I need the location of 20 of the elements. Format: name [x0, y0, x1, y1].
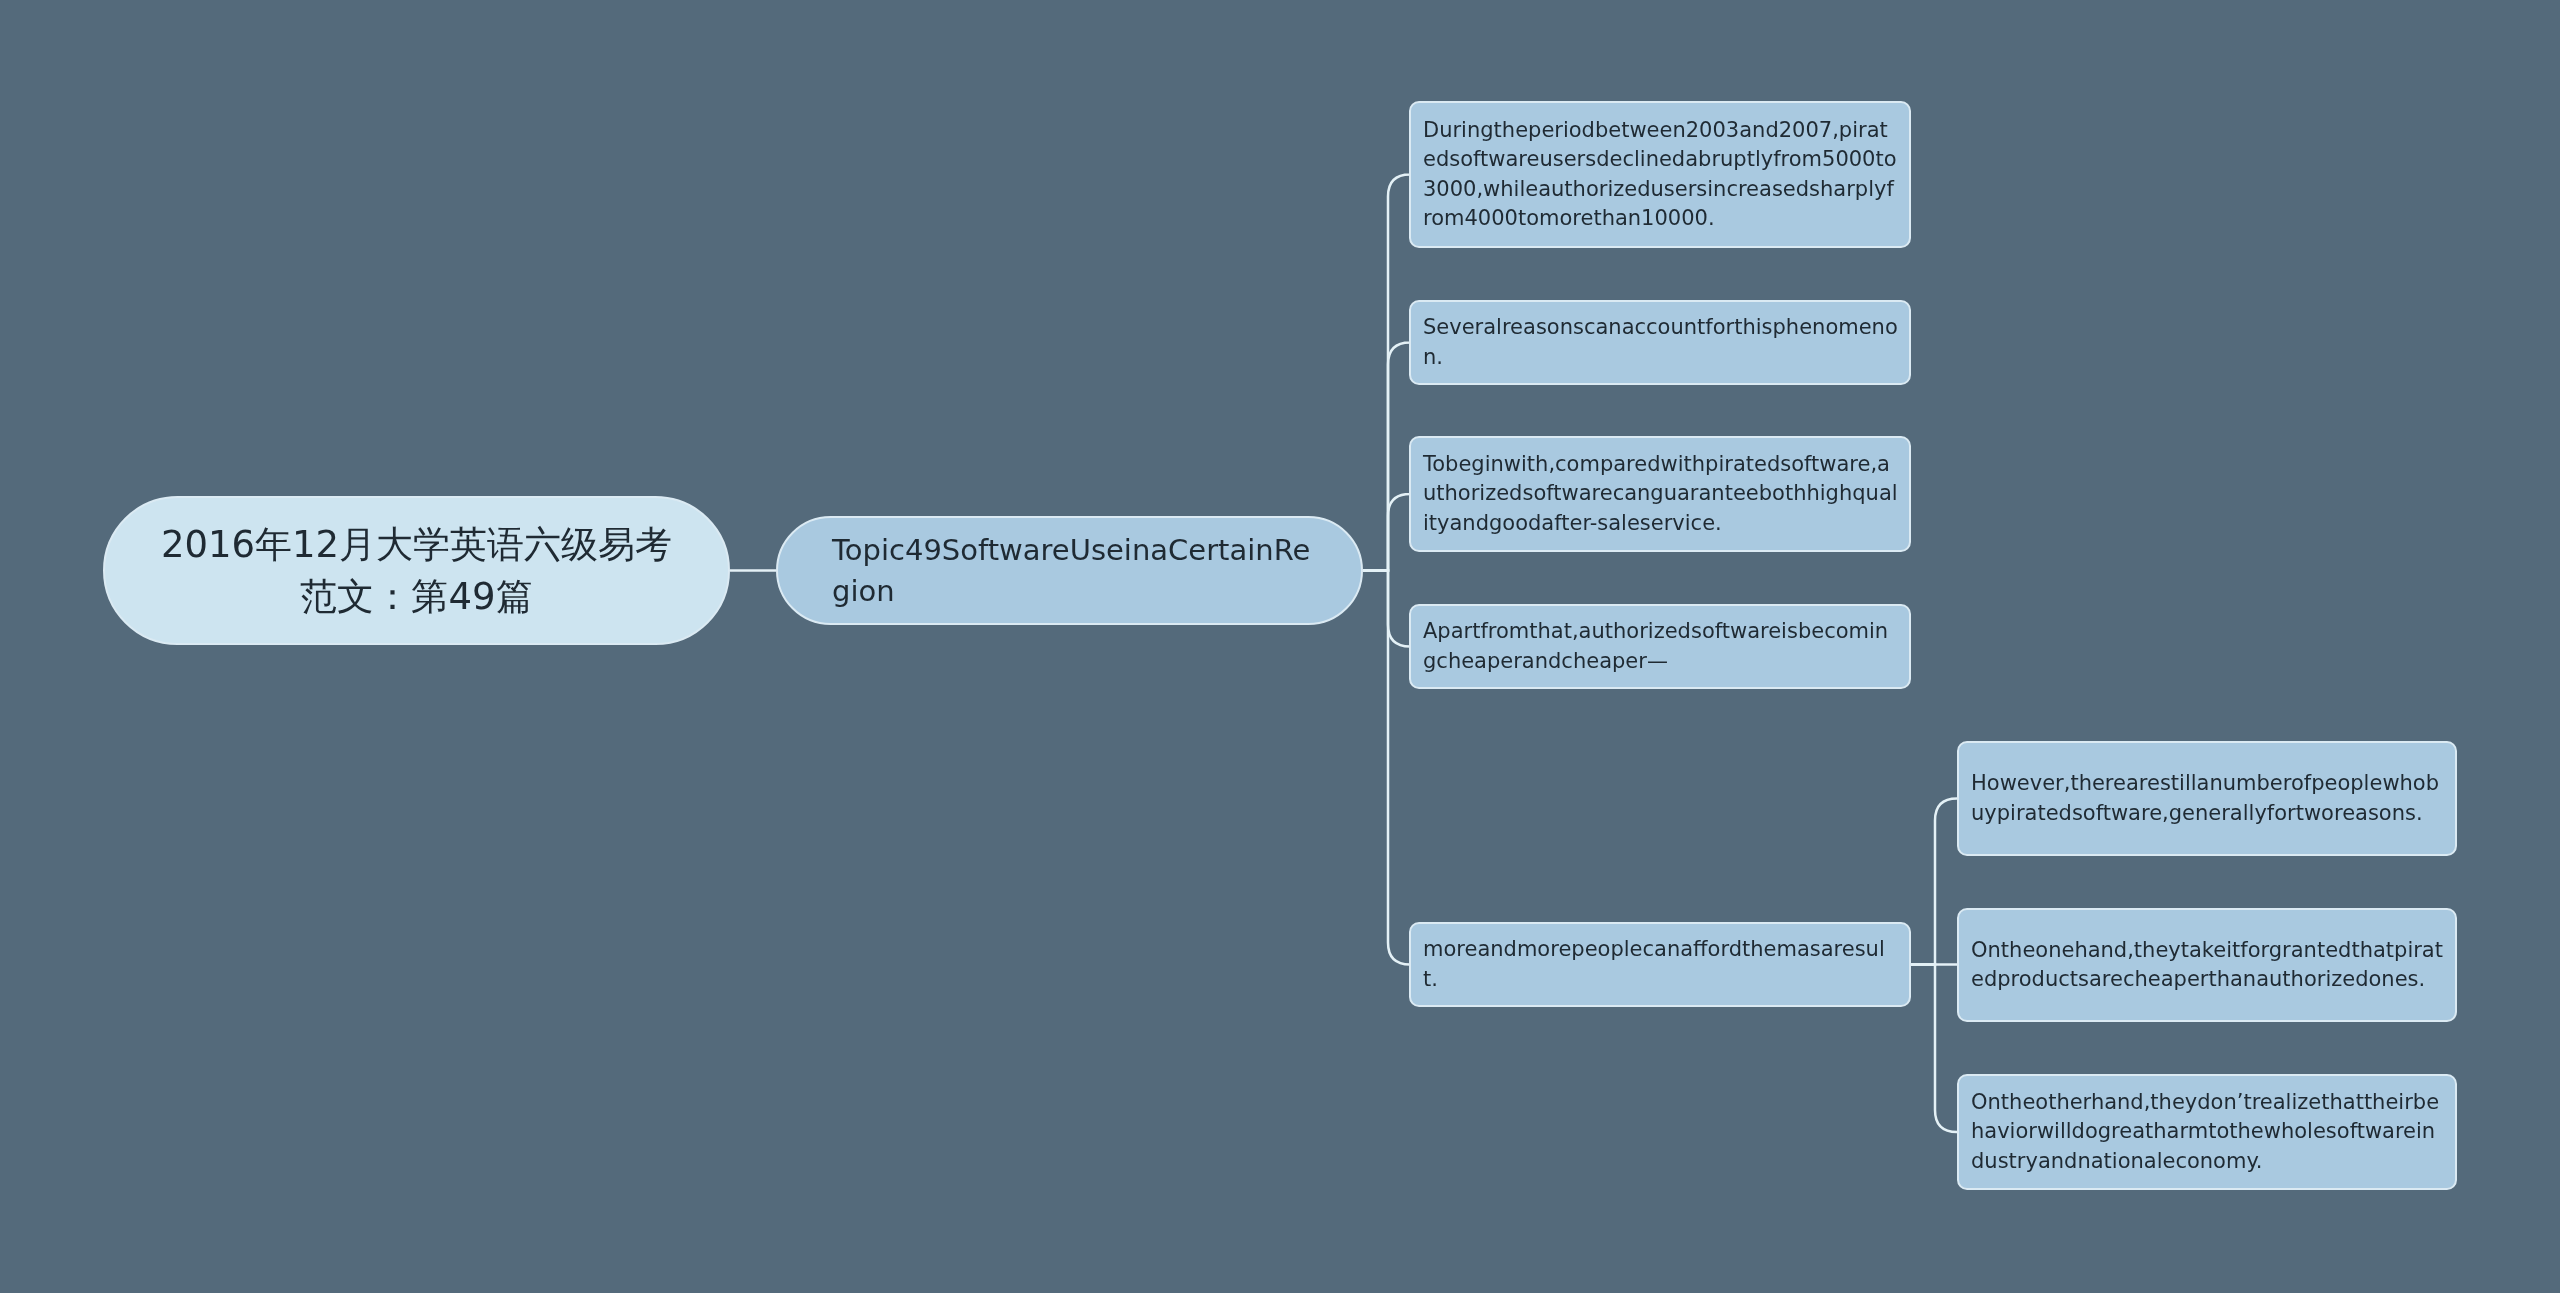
subtopic-box [1409, 300, 1911, 385]
connector-line [1911, 963, 1959, 1134]
node-text: Ontheonehand,theytakeitforgrantedthatpiratedproductsarecheaperthanauthorizedones. [1971, 936, 2444, 993]
subtopic-box [1957, 908, 2457, 1022]
node-text: Ontheotherhand,theydon’trealizethattheirbehaviorwilldogreatharmtothewholesoftwareindustryandnationaleconomy. [1971, 1088, 2441, 1175]
node-text: However,therearestillanumberofpeoplewhobuypiratedsoftware,generallyfortworeasons. [1971, 770, 2441, 827]
node-text: moreandmorepeoplecanaffordthemasaresult. [1423, 936, 1886, 993]
node-text: Tobeginwith,comparedwithpiratedsoftware,authorizedsoftwarecanguaranteebothhighqualityandgoodafter-saleservice. [1423, 450, 1899, 537]
subtopic-box [1957, 741, 2457, 856]
subtopic-box [1409, 436, 1911, 552]
connector-line [730, 569, 776, 572]
node-text: 2016年12月大学英语六级易考范文：第49篇 [159, 521, 674, 620]
node-text: Topic49SoftwareUseinaCertainRegion [832, 531, 1312, 610]
node-text: Duringtheperiodbetween2003and2007,piratedsoftwareusersdeclinedabruptlyfrom5000to3000,whileauthorizedusersincreasedsharplyfrom4000tomorethan10000. [1423, 116, 1898, 232]
subtopic-box [1409, 922, 1911, 1007]
node-text: Apartfromthat,authorizedsoftwareisbecomingcheaperandcheaper— [1423, 618, 1890, 675]
subtopic-box [1957, 1074, 2457, 1190]
subtopic-box [1409, 604, 1911, 689]
subtopic-box [1409, 101, 1911, 248]
node-text: Severalreasonscanaccountforthisphenomenon. [1423, 314, 1899, 371]
